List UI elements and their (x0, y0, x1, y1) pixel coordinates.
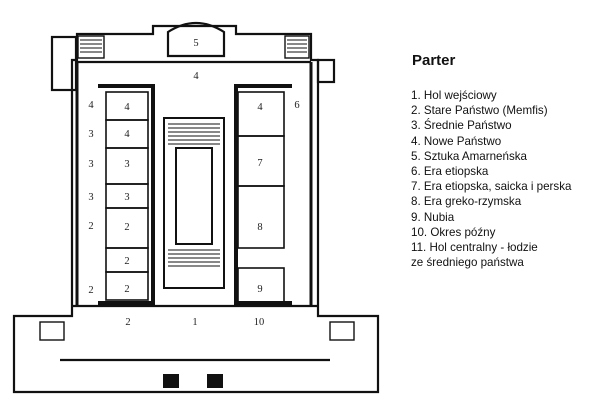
label-east-room-2: 7 (257, 158, 262, 169)
label-west-room-3: 3 (124, 159, 129, 170)
central-stairs-north (168, 123, 220, 145)
legend-item: 10. Okres późny (411, 225, 496, 239)
label-west-corridor-1: 4 (88, 100, 94, 111)
nw-stairs (77, 35, 105, 59)
legend-list: 1. Hol wejściowy 2. Stare Państwo (Memfi… (411, 88, 586, 270)
central-hall-inner (175, 147, 213, 245)
central-stairs-south (168, 249, 220, 267)
legend-item: 2. Stare Państwo (Memfis) (411, 104, 548, 118)
label-west-corridor-6: 2 (88, 285, 93, 296)
legend-item: 8. Era greko-rzymska (411, 195, 522, 209)
label-west-corridor-2: 3 (88, 129, 93, 140)
museum-floor-plan: 5 4 4 3 3 3 2 2 4 4 3 3 2 2 2 6 4 7 8 9 … (12, 21, 380, 394)
west-room-7-box (105, 271, 149, 301)
legend-item: ze średniego państwa (411, 256, 524, 270)
nw-stairs-treads (80, 39, 102, 53)
rotunda-wall (166, 21, 226, 58)
label-south-west: 2 (125, 317, 130, 328)
central-hall (163, 117, 225, 289)
east-room-1-box (237, 91, 285, 137)
label-west-corridor-4: 3 (88, 192, 93, 203)
label-west-room-1: 4 (124, 102, 130, 113)
label-east-room-1: 4 (257, 102, 263, 113)
label-west-room-2: 4 (124, 129, 130, 140)
label-west-room-7: 2 (124, 284, 129, 295)
sw-stairs (39, 321, 65, 341)
label-east-corridor: 6 (294, 100, 299, 111)
legend-title: Parter (412, 52, 456, 69)
label-south-east: 10 (254, 317, 265, 328)
legend-item: 7. Era etiopska, saicka i perska (411, 180, 572, 194)
label-west-corridor-3: 3 (88, 159, 93, 170)
east-room-4-box (237, 267, 285, 305)
west-gallery-wall (98, 84, 155, 305)
east-room-3-box (237, 185, 285, 249)
entrance-pillar-east (207, 374, 223, 388)
label-west-room-6: 2 (124, 256, 129, 267)
ne-stairs (284, 35, 310, 59)
label-west-room-5: 2 (124, 222, 129, 233)
legend-item: 1. Hol wejściowy (411, 89, 497, 102)
entrance-pillar-west (163, 374, 179, 388)
label-east-room-3: 8 (257, 222, 262, 233)
legend-item: 5. Sztuka Amarneńska (411, 149, 527, 163)
east-annex (316, 58, 336, 84)
label-entrance-hall: 1 (192, 317, 197, 328)
label-east-room-4: 9 (257, 284, 262, 295)
legend-item: 9. Nubia (411, 210, 455, 224)
se-stairs (329, 321, 355, 341)
label-west-corridor-5: 2 (88, 221, 93, 232)
legend-item: 6. Era etiopska (411, 165, 489, 179)
label-west-room-4: 3 (124, 192, 129, 203)
legend-item: 11. Hol centralny - łodzie (411, 241, 538, 255)
label-rotunda: 5 (193, 38, 198, 49)
legend-item: 3. Średnie Państwo (411, 119, 512, 133)
label-north-hall: 4 (193, 71, 199, 82)
legend-item: 4. Nowe Państwo (411, 134, 502, 148)
east-gallery-wall (234, 84, 292, 305)
outer-wall (12, 24, 380, 394)
ne-stairs-treads (287, 39, 307, 53)
plan-legend: Parter 1. Hol wejściowy 2. Stare Państwo… (411, 52, 586, 270)
